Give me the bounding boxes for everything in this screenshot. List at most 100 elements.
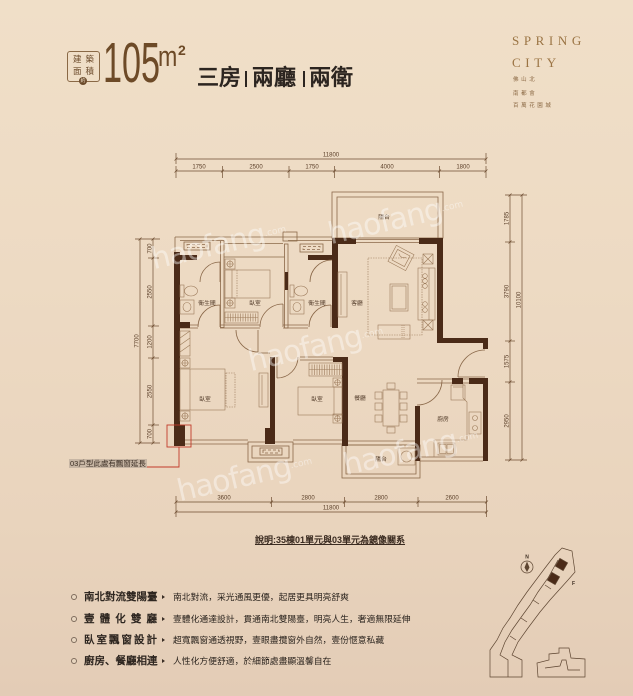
toilet-icon	[289, 284, 308, 298]
dim-right-segment: 1575	[505, 354, 511, 368]
wardrobe-icon	[224, 311, 259, 324]
area-unit: m	[158, 41, 178, 73]
wall	[332, 238, 338, 328]
feature-item: 壹體化雙廳 壹體化通達設計，貫通南北雙陽臺，明亮人生，奢適無限延伸	[0, 612, 633, 626]
dim-right-total: 10100	[517, 291, 523, 308]
nightstand-icon	[179, 357, 191, 369]
layout-halls: 兩廳	[252, 65, 297, 90]
brand-name-line2: CITY	[512, 55, 561, 70]
coffee-table-icon	[389, 283, 409, 312]
wall	[285, 272, 288, 290]
dim-bottom-segment: 2600	[445, 496, 459, 502]
bullet-icon	[71, 658, 77, 664]
room-label-bathroom-west: 衛生間	[198, 299, 216, 307]
nightstand-icon	[332, 413, 343, 424]
dim-bottom-segment: 2800	[374, 496, 388, 502]
brand-tagline: 南都會	[513, 91, 538, 97]
kitchen-counter	[433, 384, 468, 457]
room-label-balcony-north: 陽台	[378, 213, 390, 221]
dim-top-total: 11800	[323, 153, 340, 159]
feature-title: 南北對流雙陽臺	[84, 591, 158, 603]
feature-item: 南北對流雙陽臺 南北對流，采光通風更優，起居更具明亮舒爽	[0, 590, 633, 604]
tv-cabinet-icon	[258, 372, 269, 408]
room-label-balcony-south: 陽台	[375, 455, 387, 463]
wall	[333, 357, 348, 362]
wall	[174, 252, 180, 445]
arrow-right-icon	[162, 637, 165, 642]
feature-item: 廚房、餐廳相連 人性化方便舒適，於細節處盡顯溫馨自在	[0, 654, 633, 668]
wall	[437, 338, 488, 343]
walls	[174, 238, 488, 461]
layout-bedrooms: 三房	[197, 65, 242, 90]
sink-icon	[179, 299, 195, 315]
nightstand-icon	[332, 377, 343, 388]
dim-left-segment: 2550	[148, 384, 154, 398]
room-label-bedroom-north: 臥室	[249, 299, 261, 307]
bed-icon	[179, 368, 226, 411]
compass-icon: N	[520, 555, 534, 574]
furniture	[179, 244, 482, 466]
toilet-icon	[179, 284, 198, 298]
stove-icon	[468, 411, 482, 435]
mirror-note: 說明:35棟01單元與03單元為鏡像關系	[254, 535, 406, 545]
rug-icon	[367, 257, 423, 336]
wall	[265, 428, 275, 444]
dim-left-segment: 1200	[148, 335, 154, 349]
tv-console-icon	[337, 271, 348, 318]
feature-title: 壹體化雙廳	[84, 613, 157, 625]
door-swings	[197, 259, 486, 406]
dim-bottom-segment: 3600	[217, 496, 231, 502]
room-label-kitchen: 廚房	[437, 415, 449, 423]
area-badge-line1: 建築	[72, 54, 98, 64]
feature-description: 壹體化通達設計，貫通南北雙陽臺，明亮人生，奢適無限延伸	[173, 614, 411, 624]
site-inner-line	[544, 659, 580, 671]
washing-machine-icon	[397, 447, 416, 466]
feature-item: 臥室飄窗設計 超寬飄窗通透視野，壹眼盡攬窗外自然，壹份愜意私藏	[0, 633, 633, 647]
dim-left-total: 7700	[135, 334, 141, 348]
dining-table-icon	[374, 382, 408, 434]
wall	[415, 406, 420, 461]
brand-tagline: 百萬花園城	[513, 103, 554, 109]
door-bedroom-north	[259, 303, 284, 328]
annotation-leader-line	[147, 447, 180, 468]
room-label-living-room: 客廳	[351, 299, 363, 307]
sink-icon	[289, 299, 305, 315]
ottoman-icon	[377, 324, 411, 340]
bullet-icon	[71, 594, 77, 600]
wall	[174, 425, 185, 446]
bed-icon	[224, 269, 271, 299]
dim-left-segment: 700	[148, 428, 154, 439]
door-bathroom-west	[197, 304, 221, 328]
dimension-bottom: 3600 2800 2800 2600 11800	[174, 496, 489, 517]
wall	[469, 378, 488, 384]
dim-right-segment: 2950	[505, 414, 511, 428]
wall	[342, 357, 348, 446]
wall	[437, 238, 443, 343]
nightstand-icon	[224, 297, 236, 309]
feature-description: 超寬飄窗通透視野，壹眼盡攬窗外自然，壹份愜意私藏	[173, 635, 385, 645]
area-unit-superscript: 2	[178, 42, 186, 58]
area-badge-marker: 約	[79, 77, 87, 85]
wall	[483, 378, 488, 461]
side-table-icon	[422, 319, 434, 331]
area-badge-line2: 面積	[72, 66, 98, 76]
wall	[483, 338, 488, 349]
wall	[308, 255, 333, 260]
layout-divider	[245, 71, 247, 87]
door-bathroom-east	[308, 304, 332, 328]
entrance-mark: F	[572, 581, 575, 587]
layout-bathrooms: 兩衛	[309, 65, 354, 90]
door-bathroom-west-shower	[199, 261, 221, 283]
area-value: 105	[103, 31, 161, 95]
dim-right-segment: 1785	[505, 211, 511, 225]
highlighted-building	[554, 557, 569, 572]
room-labels: 陽台 客廳 衛生間 臥室 衛生間 臥室 臥室 餐廳 廚房 陽台	[198, 213, 449, 463]
dim-top-segment: 2500	[249, 165, 263, 171]
brand-name-line1: SPRING	[512, 33, 586, 48]
dim-top-segment: 1800	[456, 165, 470, 171]
sofa-icon	[417, 267, 436, 321]
door-entrance	[457, 349, 486, 378]
wall	[419, 238, 443, 244]
arrow-right-icon	[162, 658, 165, 663]
